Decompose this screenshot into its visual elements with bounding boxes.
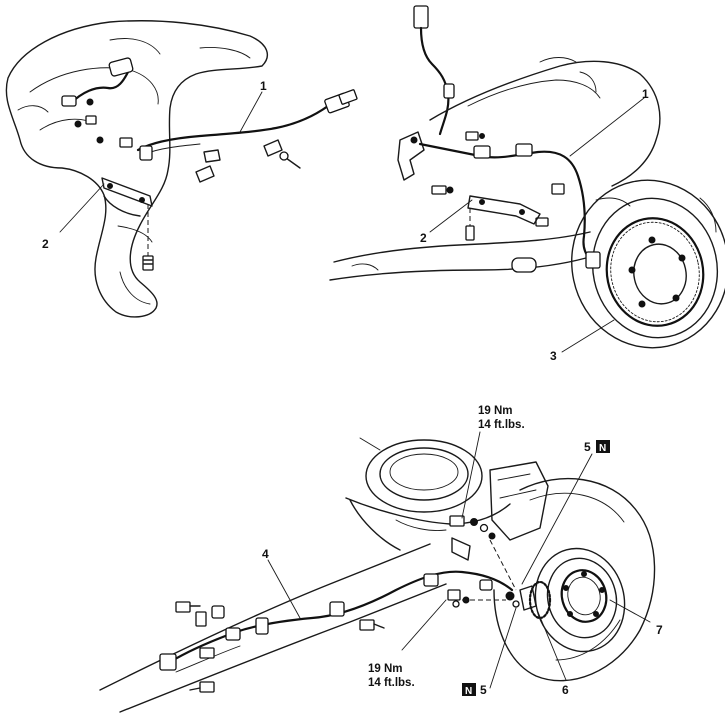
callout-rear-seal-lower: 5 [480,683,487,697]
callout-rear-harness: 4 [262,547,269,561]
torque-upper-ftlbs: 14 ft.lbs. [478,419,525,431]
new-part-badge-upper [596,440,610,453]
torque-upper-nm: 19 Nm [478,405,513,417]
callout-front-right-bracket: 2 [420,231,427,245]
callout-front-left-bracket: 2 [42,237,49,251]
torque-lower-ftlbs: 14 ft.lbs. [368,677,415,689]
front-left-steering-knuckle-view: 1 2 [5,20,358,318]
new-part-badge-lower [462,683,476,696]
callout-front-left-harness: 1 [260,79,267,93]
new-part-badge-lower-text: N [465,686,472,697]
front-right-hub-view: 1 2 3 [329,5,725,363]
new-part-badge-upper-text: N [599,443,606,454]
callout-front-right-rotor: 3 [550,349,557,363]
callout-rear-sensor: 6 [562,683,569,697]
callout-front-right-harness: 1 [642,87,649,101]
callout-rear-seal-upper: 5 [584,440,591,454]
callout-rear-rotor: 7 [656,623,663,637]
torque-lower-nm: 19 Nm [368,663,403,675]
rear-axle-view: 4 19 Nm 14 ft.lbs. 5 N 19 Nm 14 ft.lbs. … [99,405,663,713]
